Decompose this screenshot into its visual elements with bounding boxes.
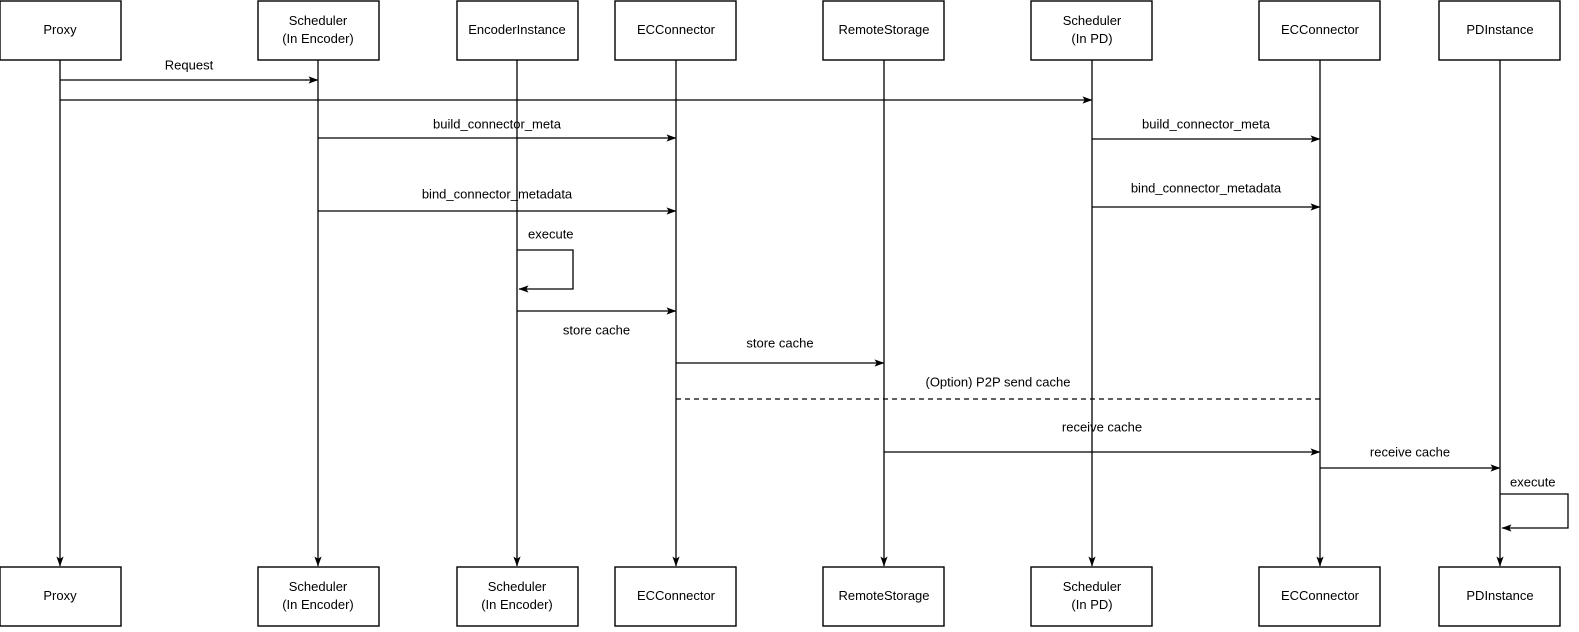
participant-label: PDInstance	[1466, 22, 1533, 37]
participant-label: PDInstance	[1466, 588, 1533, 603]
message-label: build_connector_meta	[433, 116, 562, 131]
self-call-path	[517, 249, 574, 293]
self-call-s1[interactable]: execute	[517, 226, 574, 293]
participant-label: Scheduler	[1063, 13, 1122, 28]
participant-sublabel: (In Encoder)	[282, 31, 354, 46]
participant-label: ECConnector	[1281, 22, 1360, 37]
participant-foot-ecconnector_r[interactable]: ECConnector	[1258, 566, 1381, 627]
participant-head-ecconnector_r[interactable]: ECConnector	[1258, 0, 1381, 61]
participant-head-scheduler_enc[interactable]: Scheduler (In Encoder)	[257, 0, 380, 61]
message-m10[interactable]: receive cache	[884, 419, 1321, 456]
participant-sublabel: (In PD)	[1071, 31, 1112, 46]
participant-foot-ecconnector_l[interactable]: ECConnector	[614, 566, 737, 627]
message-m1[interactable]: Request	[60, 57, 319, 84]
participant-head-proxy[interactable]: Proxy	[0, 0, 122, 61]
participant-sublabel: (In Encoder)	[282, 597, 354, 612]
messages-layer: Request build_connector_meta build_connect…	[60, 57, 1501, 472]
message-label: receive cache	[1370, 444, 1450, 459]
message-m5[interactable]: bind_connector_metadata	[318, 186, 677, 215]
message-m9[interactable]: (Option) P2P send cache	[676, 374, 1320, 400]
participant-label: Proxy	[43, 22, 77, 37]
participant-sublabel: (In PD)	[1071, 597, 1112, 612]
participant-foot-scheduler_pd[interactable]: Scheduler (In PD)	[1030, 566, 1153, 627]
participant-label: Scheduler	[289, 13, 348, 28]
participant-head-pdinstance[interactable]: PDInstance	[1438, 0, 1561, 61]
message-label: store cache	[563, 322, 630, 337]
participant-label: ECConnector	[1281, 588, 1360, 603]
participant-label: Scheduler	[289, 579, 348, 594]
self-call-s2[interactable]: execute	[1500, 474, 1569, 532]
self-calls-layer: execute execute	[517, 226, 1569, 532]
participant-foot-remotestorage[interactable]: RemoteStorage	[822, 566, 945, 627]
message-m6[interactable]: bind_connector_metadata	[1092, 180, 1321, 211]
participant-label: Proxy	[43, 588, 77, 603]
participant-head-remotestorage[interactable]: RemoteStorage	[822, 0, 945, 61]
message-label: (Option) P2P send cache	[925, 374, 1070, 389]
message-m4[interactable]: build_connector_meta	[1092, 116, 1321, 143]
message-label: bind_connector_metadata	[1131, 180, 1282, 195]
message-m3[interactable]: build_connector_meta	[318, 116, 677, 142]
participant-foot-pdinstance[interactable]: PDInstance	[1438, 566, 1561, 627]
participant-foot-proxy[interactable]: Proxy	[0, 566, 122, 627]
message-m7[interactable]: store cache	[517, 307, 677, 337]
participant-label: RemoteStorage	[838, 22, 929, 37]
self-call-path	[1500, 493, 1569, 532]
participant-head-ecconnector_l[interactable]: ECConnector	[614, 0, 737, 61]
self-call-label: execute	[528, 226, 574, 241]
participant-label: RemoteStorage	[838, 588, 929, 603]
participant-foot-scheduler_enc[interactable]: Scheduler (In Encoder)	[257, 566, 380, 627]
participant-label: Scheduler	[488, 579, 547, 594]
message-label: build_connector_meta	[1142, 116, 1271, 131]
message-label: receive cache	[1062, 419, 1142, 434]
participant-sublabel: (In Encoder)	[481, 597, 553, 612]
message-m11[interactable]: receive cache	[1320, 444, 1501, 472]
participant-label: ECConnector	[637, 588, 716, 603]
self-call-label: execute	[1510, 474, 1556, 489]
message-m8[interactable]: store cache	[676, 335, 885, 367]
participant-head-scheduler_pd[interactable]: Scheduler (In PD)	[1030, 0, 1153, 61]
participant-label: Scheduler	[1063, 579, 1122, 594]
participant-label: ECConnector	[637, 22, 716, 37]
message-label: store cache	[746, 335, 813, 350]
message-label: bind_connector_metadata	[422, 186, 573, 201]
lifelines-layer	[56, 60, 1504, 567]
message-label: Request	[165, 57, 214, 72]
participant-head-encoderinstance[interactable]: EncoderInstance	[456, 0, 579, 61]
participant-label: EncoderInstance	[468, 22, 566, 37]
participant-foot-encoderinstance[interactable]: Scheduler (In Encoder)	[456, 566, 579, 627]
